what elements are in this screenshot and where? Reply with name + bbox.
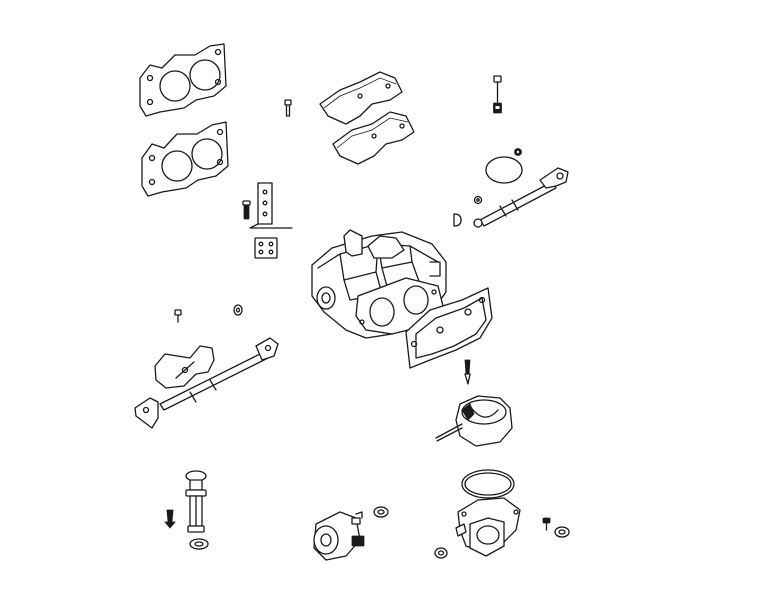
float-bowl — [455, 469, 521, 557]
washer-bowl-left — [434, 547, 448, 559]
carburetor-body — [311, 229, 447, 339]
screw-bowl-right — [542, 517, 551, 531]
throttle-plate — [485, 148, 523, 184]
intake-gasket-lower — [141, 121, 229, 197]
throttle-shaft-right — [473, 167, 569, 228]
choke-shaft-left — [134, 337, 279, 429]
cover-plate-upper — [319, 71, 403, 125]
float — [435, 395, 513, 447]
choke-plate — [154, 345, 215, 389]
clip-d-ring — [453, 213, 462, 227]
bracket-left — [242, 182, 293, 229]
bolt-top-right — [493, 75, 502, 114]
bracket-plate — [254, 237, 278, 259]
screw-top — [284, 99, 292, 117]
intake-gasket-upper — [139, 43, 227, 117]
fitting-bottom-left — [164, 470, 209, 550]
washer-bowl-right — [554, 526, 570, 538]
flange-gasket — [405, 287, 493, 369]
solenoid — [313, 506, 389, 561]
cover-plate-lower — [332, 111, 415, 165]
screw-small-left — [174, 309, 182, 323]
washer-small-left — [233, 304, 243, 316]
needle-pin — [464, 359, 471, 385]
